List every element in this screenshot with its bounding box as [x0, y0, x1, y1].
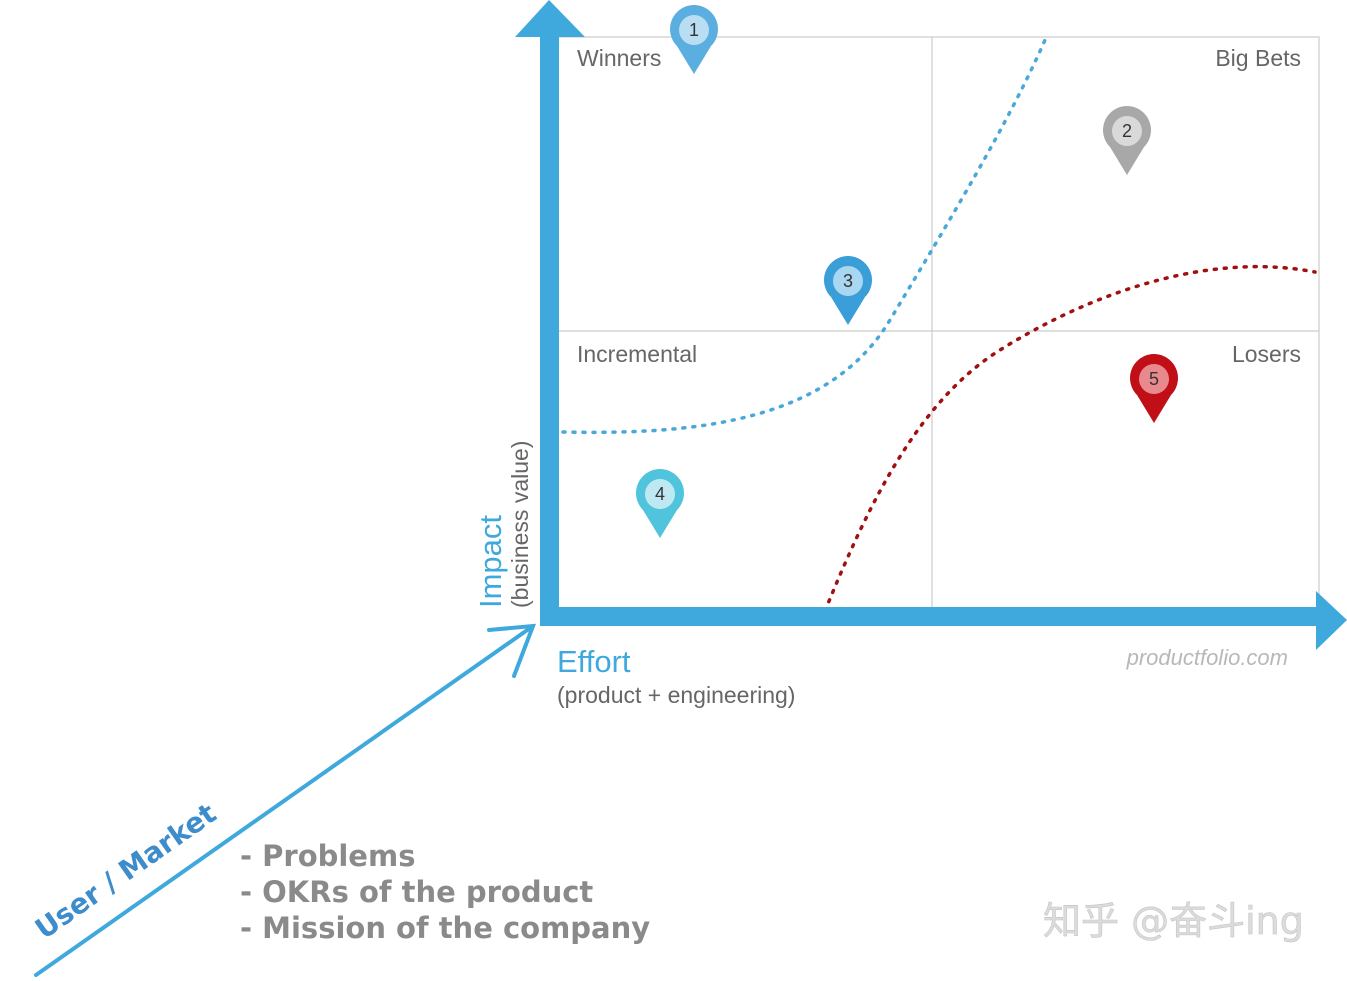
x-axis-subtitle: (product + engineering) — [557, 682, 795, 708]
marker-pin-2: 2 — [1103, 106, 1151, 175]
red-boundary-curve — [823, 264, 1317, 613]
user-market-arrowhead — [487, 623, 537, 678]
marker-label: 1 — [689, 20, 699, 40]
user-market-line — [34, 624, 535, 977]
inputs-list: - Problems - OKRs of the product - Missi… — [240, 839, 650, 945]
input-item-okrs: - OKRs of the product — [240, 875, 593, 909]
y-axis-subtitle: (business value) — [507, 441, 533, 608]
x-axis-title: Effort — [557, 644, 631, 679]
marker-label: 2 — [1122, 121, 1132, 141]
quadrant-grid — [556, 36, 1320, 614]
x-axis-arrowhead — [1316, 591, 1347, 650]
input-item-mission: - Mission of the company — [240, 911, 650, 945]
marker-pin-5: 5 — [1130, 354, 1178, 423]
pin-inner — [1112, 116, 1142, 146]
quadrant-label-incremental: Incremental — [577, 341, 697, 367]
user-market-label: User / Market — [29, 797, 222, 946]
credit-text: productfolio.com — [1126, 645, 1288, 670]
pin-inner — [679, 15, 709, 45]
quadrant-label-losers: Losers — [1232, 341, 1301, 367]
blue-boundary-curve — [561, 38, 1047, 435]
quadrant-label-winners: Winners — [577, 45, 661, 71]
axes — [515, 0, 1347, 650]
watermark-text: 知乎 @奋斗ing — [1043, 899, 1304, 943]
grid-frame — [556, 36, 1320, 614]
marker-label: 4 — [655, 484, 665, 504]
pin-inner — [833, 266, 863, 296]
y-axis-title: Impact — [473, 515, 508, 608]
x-axis-shaft — [540, 607, 1318, 626]
marker-pin-1: 1 — [670, 5, 718, 74]
marker-label: 3 — [843, 271, 853, 291]
marker-label: 5 — [1149, 369, 1159, 389]
y-axis-shaft — [540, 34, 559, 626]
marker-pin-3: 3 — [824, 256, 872, 325]
quadrant-label-big-bets: Big Bets — [1215, 45, 1301, 71]
marker-pin-4: 4 — [636, 469, 684, 538]
y-axis-arrowhead — [515, 0, 585, 37]
pin-inner — [645, 479, 675, 509]
user-market-axis — [34, 623, 537, 977]
input-item-problems: - Problems — [240, 839, 415, 873]
pin-inner — [1139, 364, 1169, 394]
